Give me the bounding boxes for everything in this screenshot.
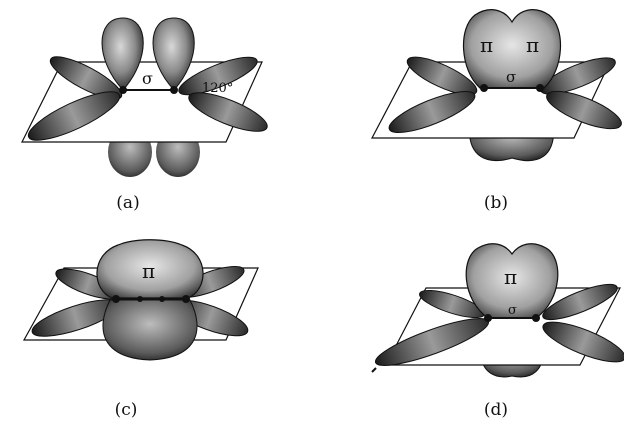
carbon-atom bbox=[170, 86, 178, 94]
panel-d: π σ bbox=[372, 244, 624, 377]
panel-label-b: (b) bbox=[476, 193, 516, 213]
pi-label: π bbox=[504, 265, 517, 289]
panel-label-c: (c) bbox=[106, 400, 146, 420]
bond-node bbox=[137, 296, 143, 302]
carbon-atom bbox=[112, 295, 120, 303]
carbon-atom bbox=[532, 314, 540, 322]
panel-a: σ 120° bbox=[22, 18, 271, 177]
carbon-atom bbox=[484, 314, 492, 322]
panel-b: π π σ bbox=[372, 10, 624, 161]
carbon-atom bbox=[536, 84, 544, 92]
carbon-atom bbox=[182, 295, 190, 303]
pi-label-left: π bbox=[480, 33, 493, 57]
carbon-atom bbox=[480, 84, 488, 92]
carbon-atom bbox=[119, 86, 127, 94]
angle-label: 120° bbox=[202, 81, 233, 96]
pi-label-right: π bbox=[526, 33, 539, 57]
scan-mark bbox=[372, 368, 376, 372]
bond-node bbox=[159, 296, 165, 302]
lower-pi-lobe bbox=[103, 300, 197, 360]
panel-label-a: (a) bbox=[108, 193, 148, 213]
sigma-label: σ bbox=[142, 69, 153, 88]
sigma-label: σ bbox=[506, 68, 516, 86]
pi-label: π bbox=[142, 259, 155, 283]
panel-c: π bbox=[24, 240, 258, 360]
sigma-label: σ bbox=[508, 303, 517, 318]
panel-label-d: (d) bbox=[476, 400, 516, 420]
